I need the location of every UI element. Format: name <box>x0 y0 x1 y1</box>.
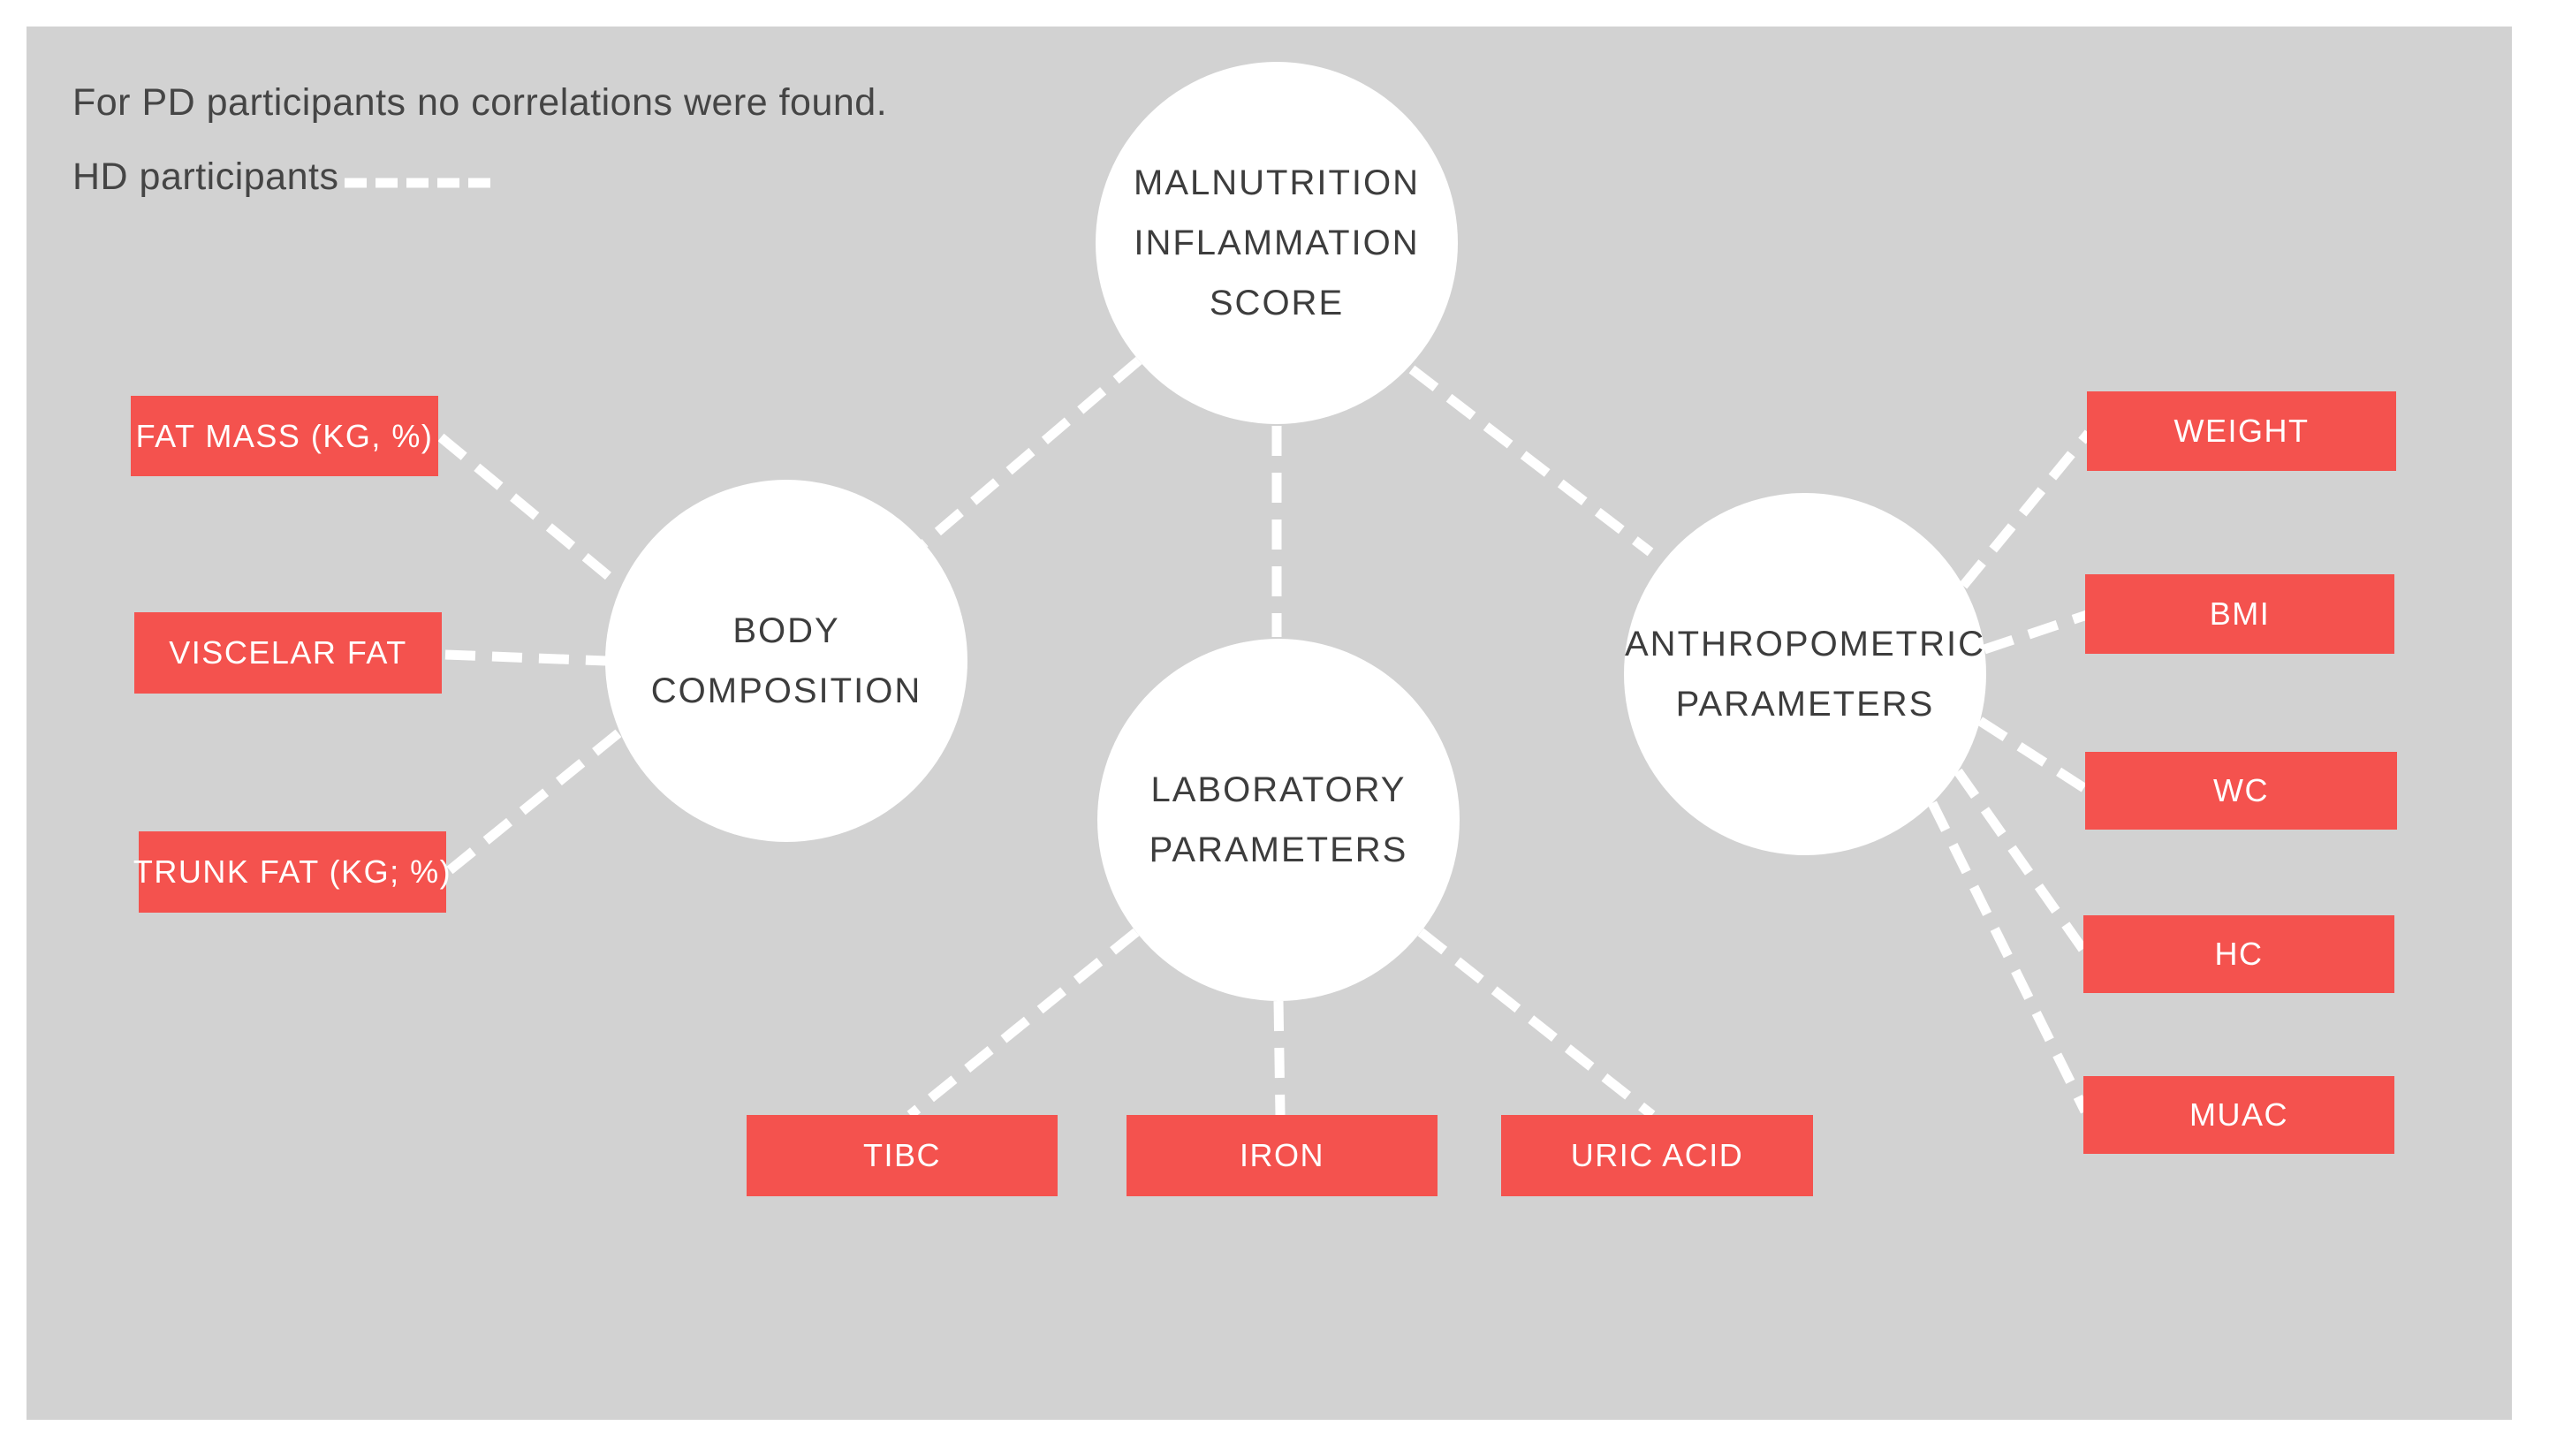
node-label-line: COMPOSITION <box>650 671 922 710</box>
hd-legend-label: HD participants <box>72 155 339 198</box>
box-hc: HC <box>2083 915 2394 993</box>
box-trunk-fat: TRUNK FAT (KG; %) <box>133 831 451 913</box>
node-label-line: PARAMETERS <box>1675 685 1935 724</box>
node-label-line: SCORE <box>1209 284 1345 322</box>
box-iron: IRON <box>1127 1115 1438 1196</box>
pd-note-text: For PD participants no correlations were… <box>72 81 888 124</box>
node-label-line: ANTHROPOMETRIC <box>1625 625 1985 664</box>
node-label: LABORATORY PARAMETERS <box>1149 760 1408 880</box>
box-bmi: BMI <box>2085 574 2394 654</box>
node-label: ANTHROPOMETRIC PARAMETERS <box>1625 614 1985 734</box>
node-label-line: MALNUTRITION <box>1134 163 1420 202</box>
node-malnutrition-inflammation-score: MALNUTRITION INFLAMMATION SCORE <box>1096 62 1458 424</box>
node-laboratory-parameters: LABORATORY PARAMETERS <box>1097 639 1460 1001</box>
node-label-line: PARAMETERS <box>1149 830 1408 869</box>
box-wc: WC <box>2085 752 2397 830</box>
box-uric-acid: URIC ACID <box>1501 1115 1813 1196</box>
node-label: MALNUTRITION INFLAMMATION SCORE <box>1134 153 1420 333</box>
node-label-line: BODY <box>732 611 840 650</box>
box-viscelar-fat: VISCELAR FAT <box>134 612 442 694</box>
box-fat-mass: FAT MASS (KG, %) <box>131 396 438 476</box>
box-weight: WEIGHT <box>2087 391 2396 471</box>
node-body-composition: BODY COMPOSITION <box>605 480 967 842</box>
node-anthropometric-parameters: ANTHROPOMETRIC PARAMETERS <box>1624 493 1986 855</box>
box-muac: MUAC <box>2083 1076 2394 1154</box>
node-label: BODY COMPOSITION <box>651 601 922 721</box>
box-tibc: TIBC <box>747 1115 1058 1196</box>
node-label-line: INFLAMMATION <box>1134 224 1420 262</box>
node-label-line: LABORATORY <box>1150 770 1407 809</box>
